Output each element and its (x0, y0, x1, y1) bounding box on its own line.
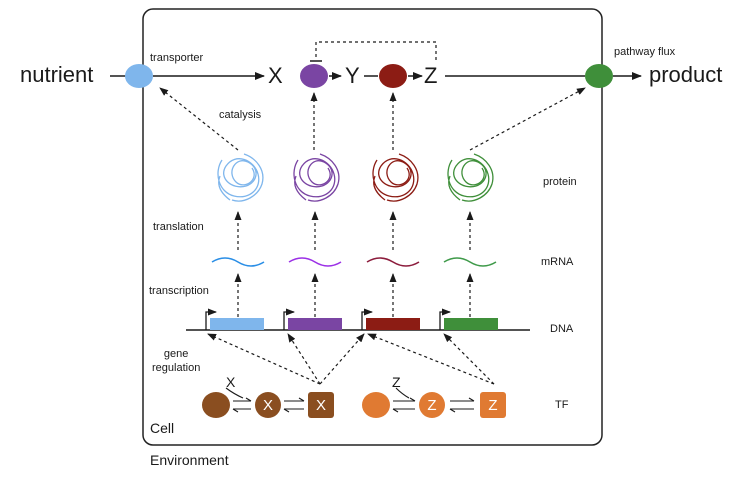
feedback-inhibition (315, 41, 437, 60)
tf-x-bound-square (308, 392, 334, 418)
mrna-darkred (366, 257, 420, 267)
dna-label: DNA (550, 323, 574, 335)
mrna-purple (288, 257, 342, 267)
gene-purple (288, 318, 342, 330)
gene-regulation-arrows (207, 333, 495, 385)
metabolite-x: X (268, 63, 283, 88)
tf-x-circle-text: X (262, 396, 273, 414)
tf-z-bound-square (480, 392, 506, 418)
pathway-flux-label: pathway flux (614, 46, 676, 58)
protein-green (447, 153, 494, 202)
transporter-label: transporter (150, 52, 204, 64)
translation-label: translation (153, 221, 204, 233)
tf-z-signal: Z (392, 374, 401, 390)
transcription-label: transcription (149, 285, 209, 297)
translation-arrows (234, 211, 474, 250)
equilibrium-arrows (225, 387, 475, 413)
protein-darkred (372, 153, 419, 202)
tf-x-bound-circle (255, 392, 281, 418)
gene-green (444, 318, 498, 330)
gene-regulation-label: gene regulation (152, 348, 201, 374)
tf-label: TF (555, 399, 569, 411)
enzyme-red (379, 64, 407, 88)
catalysis-arrows (159, 87, 586, 151)
cell-label: Cell (150, 420, 175, 436)
transporter-protein (125, 64, 153, 88)
nutrient-label: nutrient (20, 62, 94, 87)
tf-z-square-text: Z (488, 396, 498, 414)
enzyme-purple (300, 64, 328, 88)
tf-x-signal: X (226, 374, 236, 390)
tf-x-square-text: X (315, 396, 326, 414)
cell-boundary (142, 8, 603, 446)
protein-purple (293, 153, 340, 202)
gene-darkred (366, 318, 420, 330)
catalysis-label: catalysis (219, 109, 262, 121)
protein-blue (217, 153, 264, 202)
protein-label: protein (543, 176, 577, 188)
tf-x-free (202, 392, 230, 418)
product-label: product (649, 62, 723, 87)
transcription-arrows (234, 273, 474, 317)
metabolite-y: Y (345, 63, 360, 88)
mrna-blue (211, 257, 265, 267)
environment-label: Environment (150, 452, 229, 468)
flux-protein-green (585, 64, 613, 88)
tf-z-circle-text: Z (427, 396, 437, 414)
promoter-arrows (205, 308, 451, 330)
mrna-green (443, 257, 497, 267)
metabolite-z: Z (424, 63, 438, 88)
tf-z-free (362, 392, 390, 418)
mrna-label: mRNA (541, 256, 574, 268)
gene-blue (210, 318, 264, 330)
tf-z-bound-circle (419, 392, 445, 418)
